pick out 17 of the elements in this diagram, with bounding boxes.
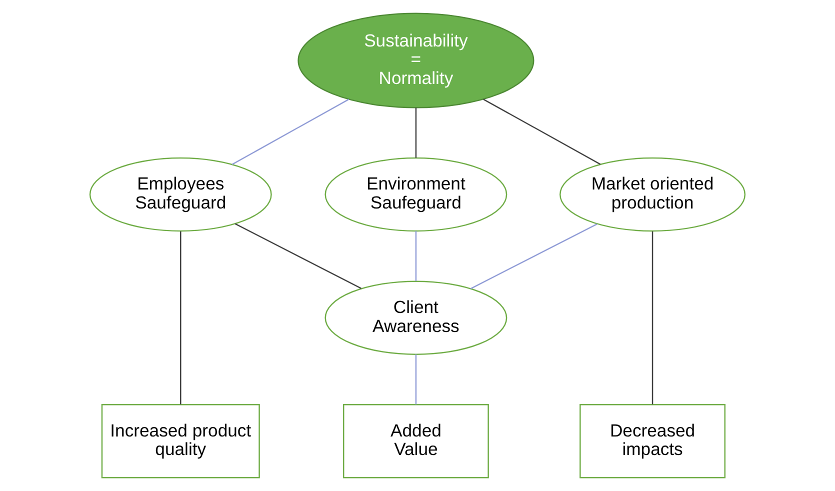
connector (180, 231, 182, 404)
connector (652, 231, 654, 404)
connector (415, 108, 417, 158)
connector (234, 223, 362, 290)
node-ellipse: Environment Saufeguard (324, 157, 508, 232)
node-box: Decreased impacts (580, 404, 726, 478)
connector (232, 98, 350, 166)
node-ellipse: Employees Saufeguard (89, 157, 272, 232)
node-ellipse: Market oriented production (560, 157, 746, 232)
connector (415, 231, 417, 282)
node-ellipse: Sustainability = Normality (298, 12, 534, 108)
connector (470, 224, 598, 290)
connector (483, 98, 601, 165)
connector (415, 354, 417, 404)
node-box: Added Value (342, 404, 489, 478)
node-box: Increased product quality (101, 404, 260, 478)
node-ellipse: Client Awareness (324, 280, 508, 355)
